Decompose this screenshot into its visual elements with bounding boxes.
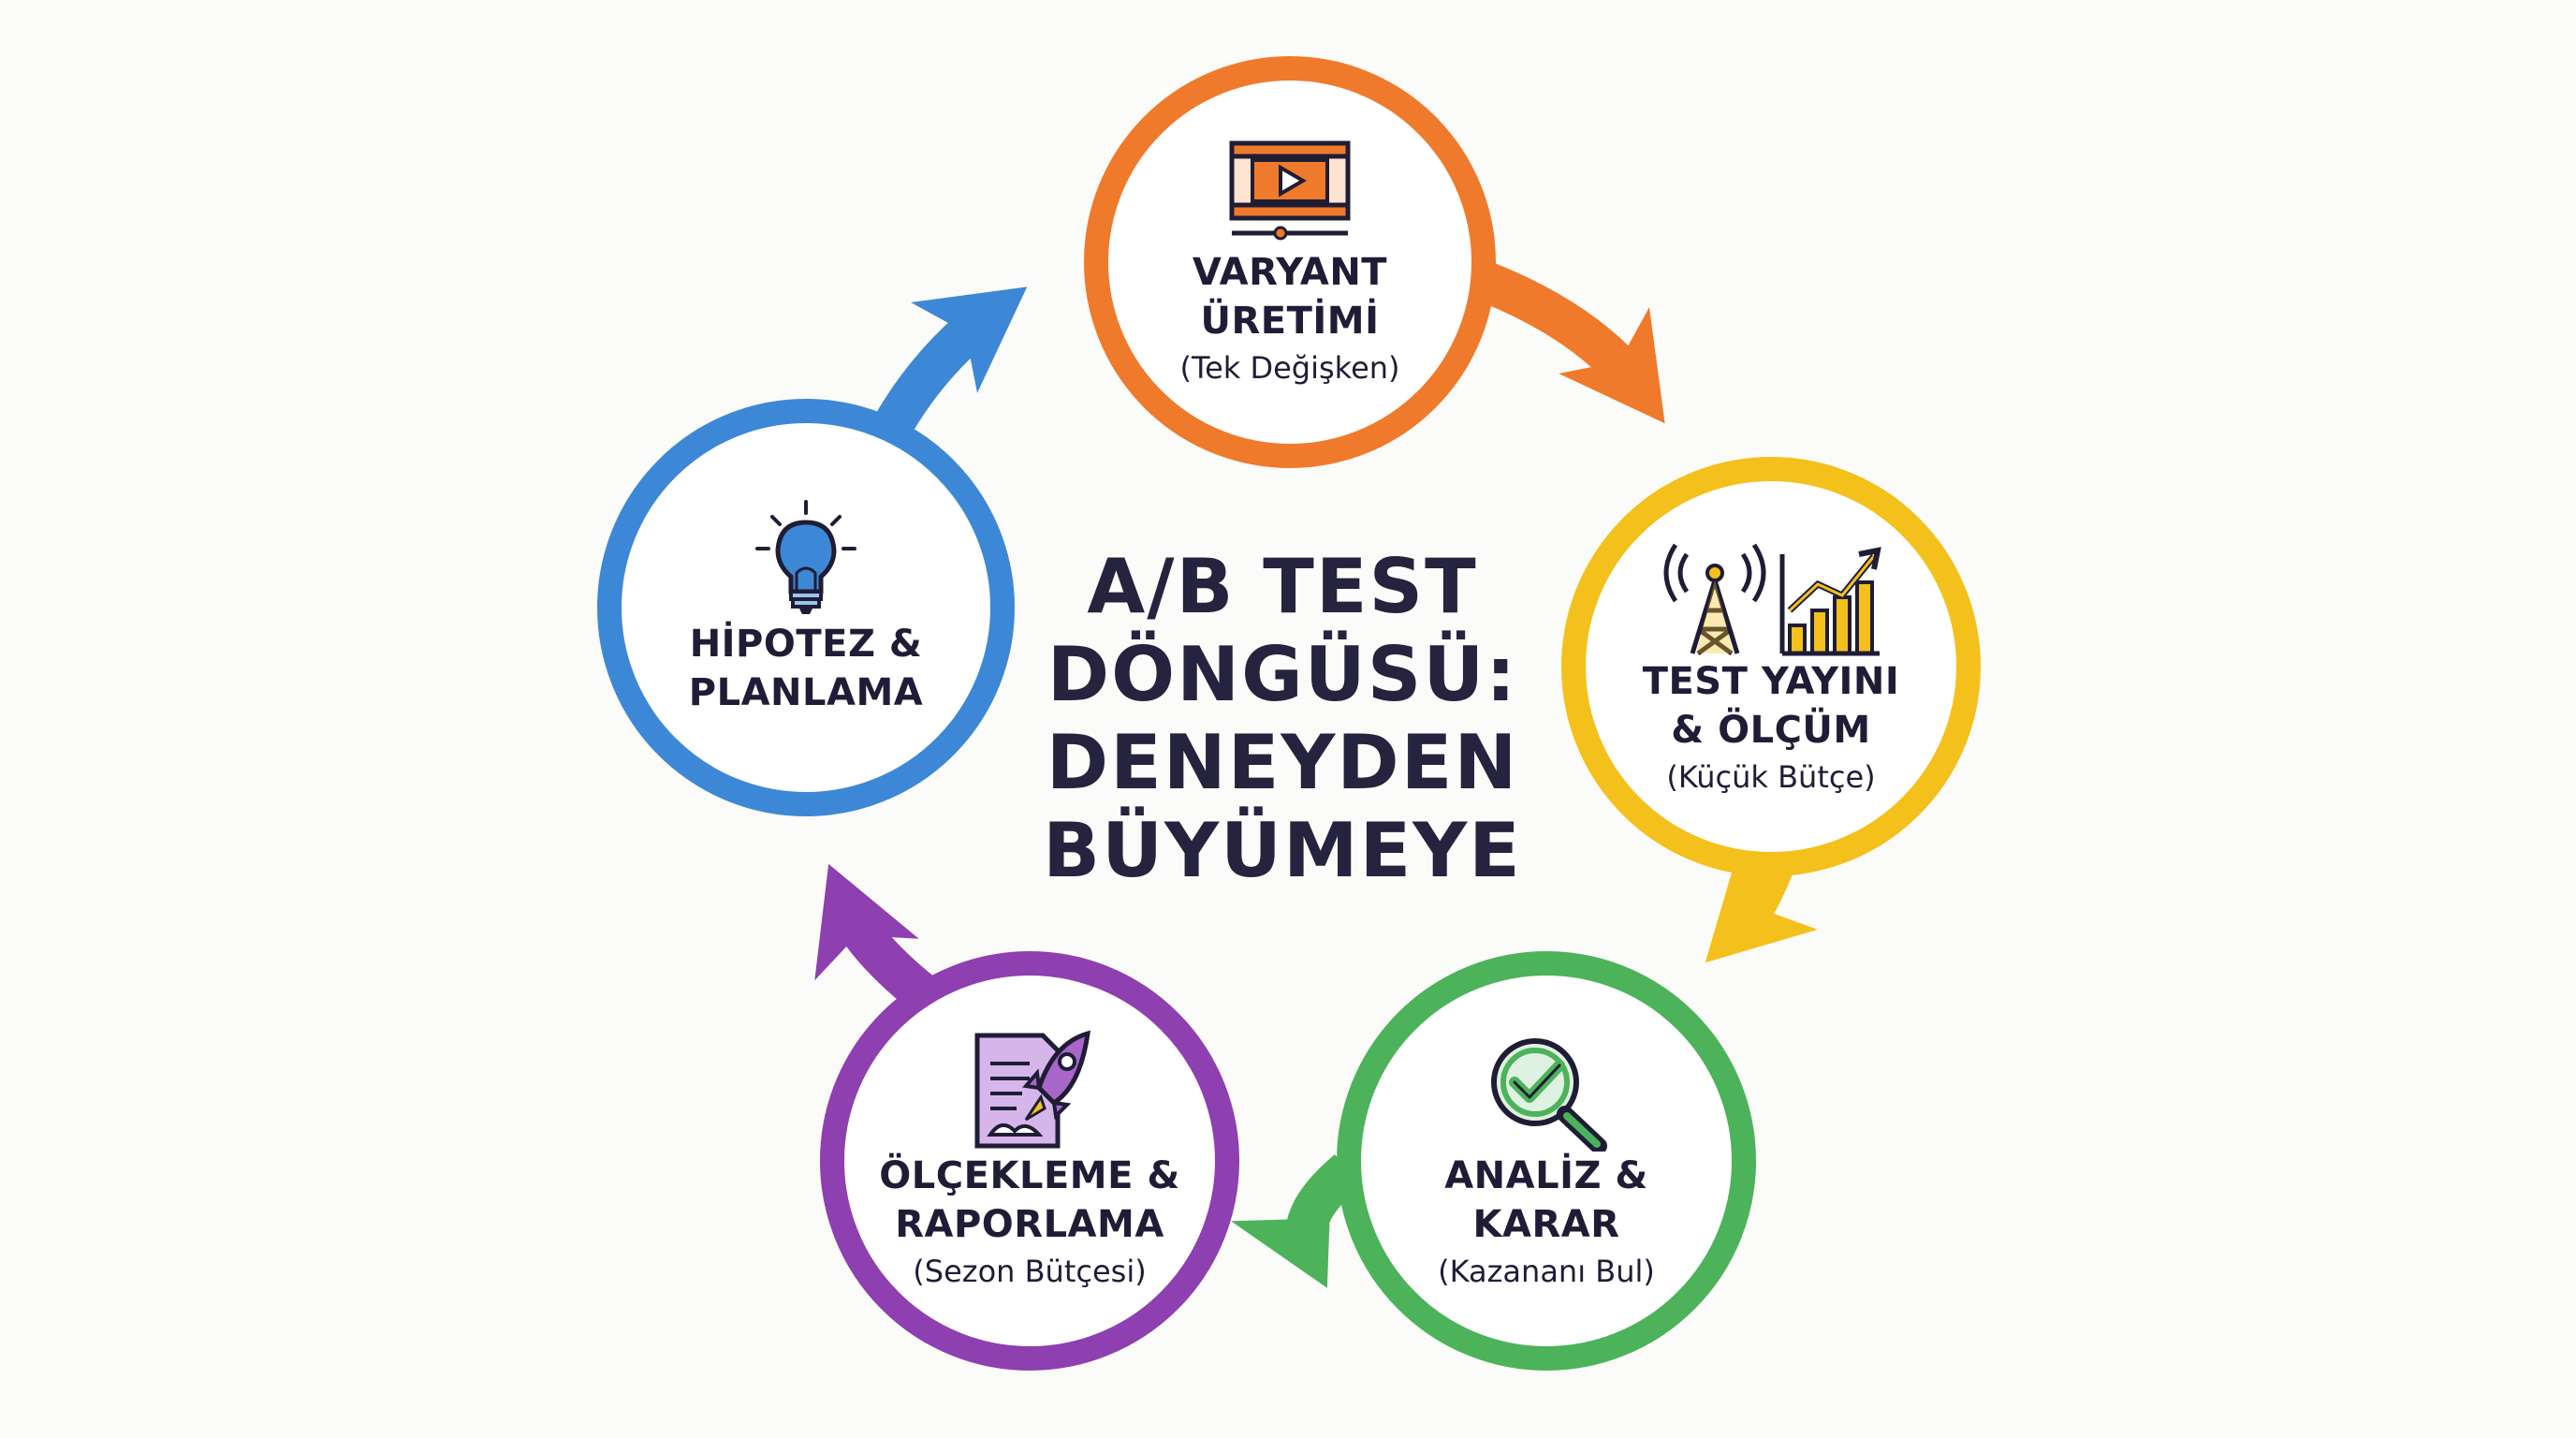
step-subtitle: (Tek Değişken) [1179, 350, 1400, 386]
diagram-title: A/B TEST DÖNGÜSÜ: DENEYDEN BÜYÜMEYE [1043, 543, 1522, 894]
broadcast-tower-and-rising-chart-icon [1663, 543, 1881, 656]
video-player-icon [1229, 140, 1351, 241]
step-analysis-decision: ANALİZ & KARAR (Kazananı Bul) [1337, 951, 1756, 1371]
step-title: HİPOTEZ & PLANLAMA [688, 623, 924, 714]
step-variant-production: VARYANT ÜRETİMİ (Tek Değişken) [1084, 56, 1496, 468]
arrow-purple [814, 863, 940, 1014]
arrow-orange [1475, 261, 1665, 424]
step-title: ANALİZ & KARAR [1444, 1154, 1648, 1246]
step-title: ÖLÇEKLEME & RAPORLAMA [879, 1154, 1180, 1246]
report-rocket-icon [974, 1030, 1091, 1149]
step-subtitle: (Kazananı Bul) [1438, 1254, 1655, 1289]
step-scaling-reporting: ÖLÇEKLEME & RAPORLAMA (Sezon Bütçesi) [820, 951, 1239, 1371]
step-title: VARYANT ÜRETİMİ [1192, 251, 1388, 343]
step-subtitle: (Sezon Bütçesi) [913, 1254, 1147, 1289]
step-test-launch: TEST YAYINI & ÖLÇÜM (Küçük Bütçe) [1561, 457, 1981, 876]
step-hypothesis-planning: HİPOTEZ & PLANLAMA [597, 399, 1015, 816]
step-title: TEST YAYINI & ÖLÇÜM [1642, 660, 1900, 752]
magnifier-check-icon [1491, 1038, 1607, 1152]
lightbulb-icon [755, 500, 856, 614]
arrow-blue [866, 286, 1028, 450]
step-subtitle: (Küçük Bütçe) [1666, 759, 1876, 795]
